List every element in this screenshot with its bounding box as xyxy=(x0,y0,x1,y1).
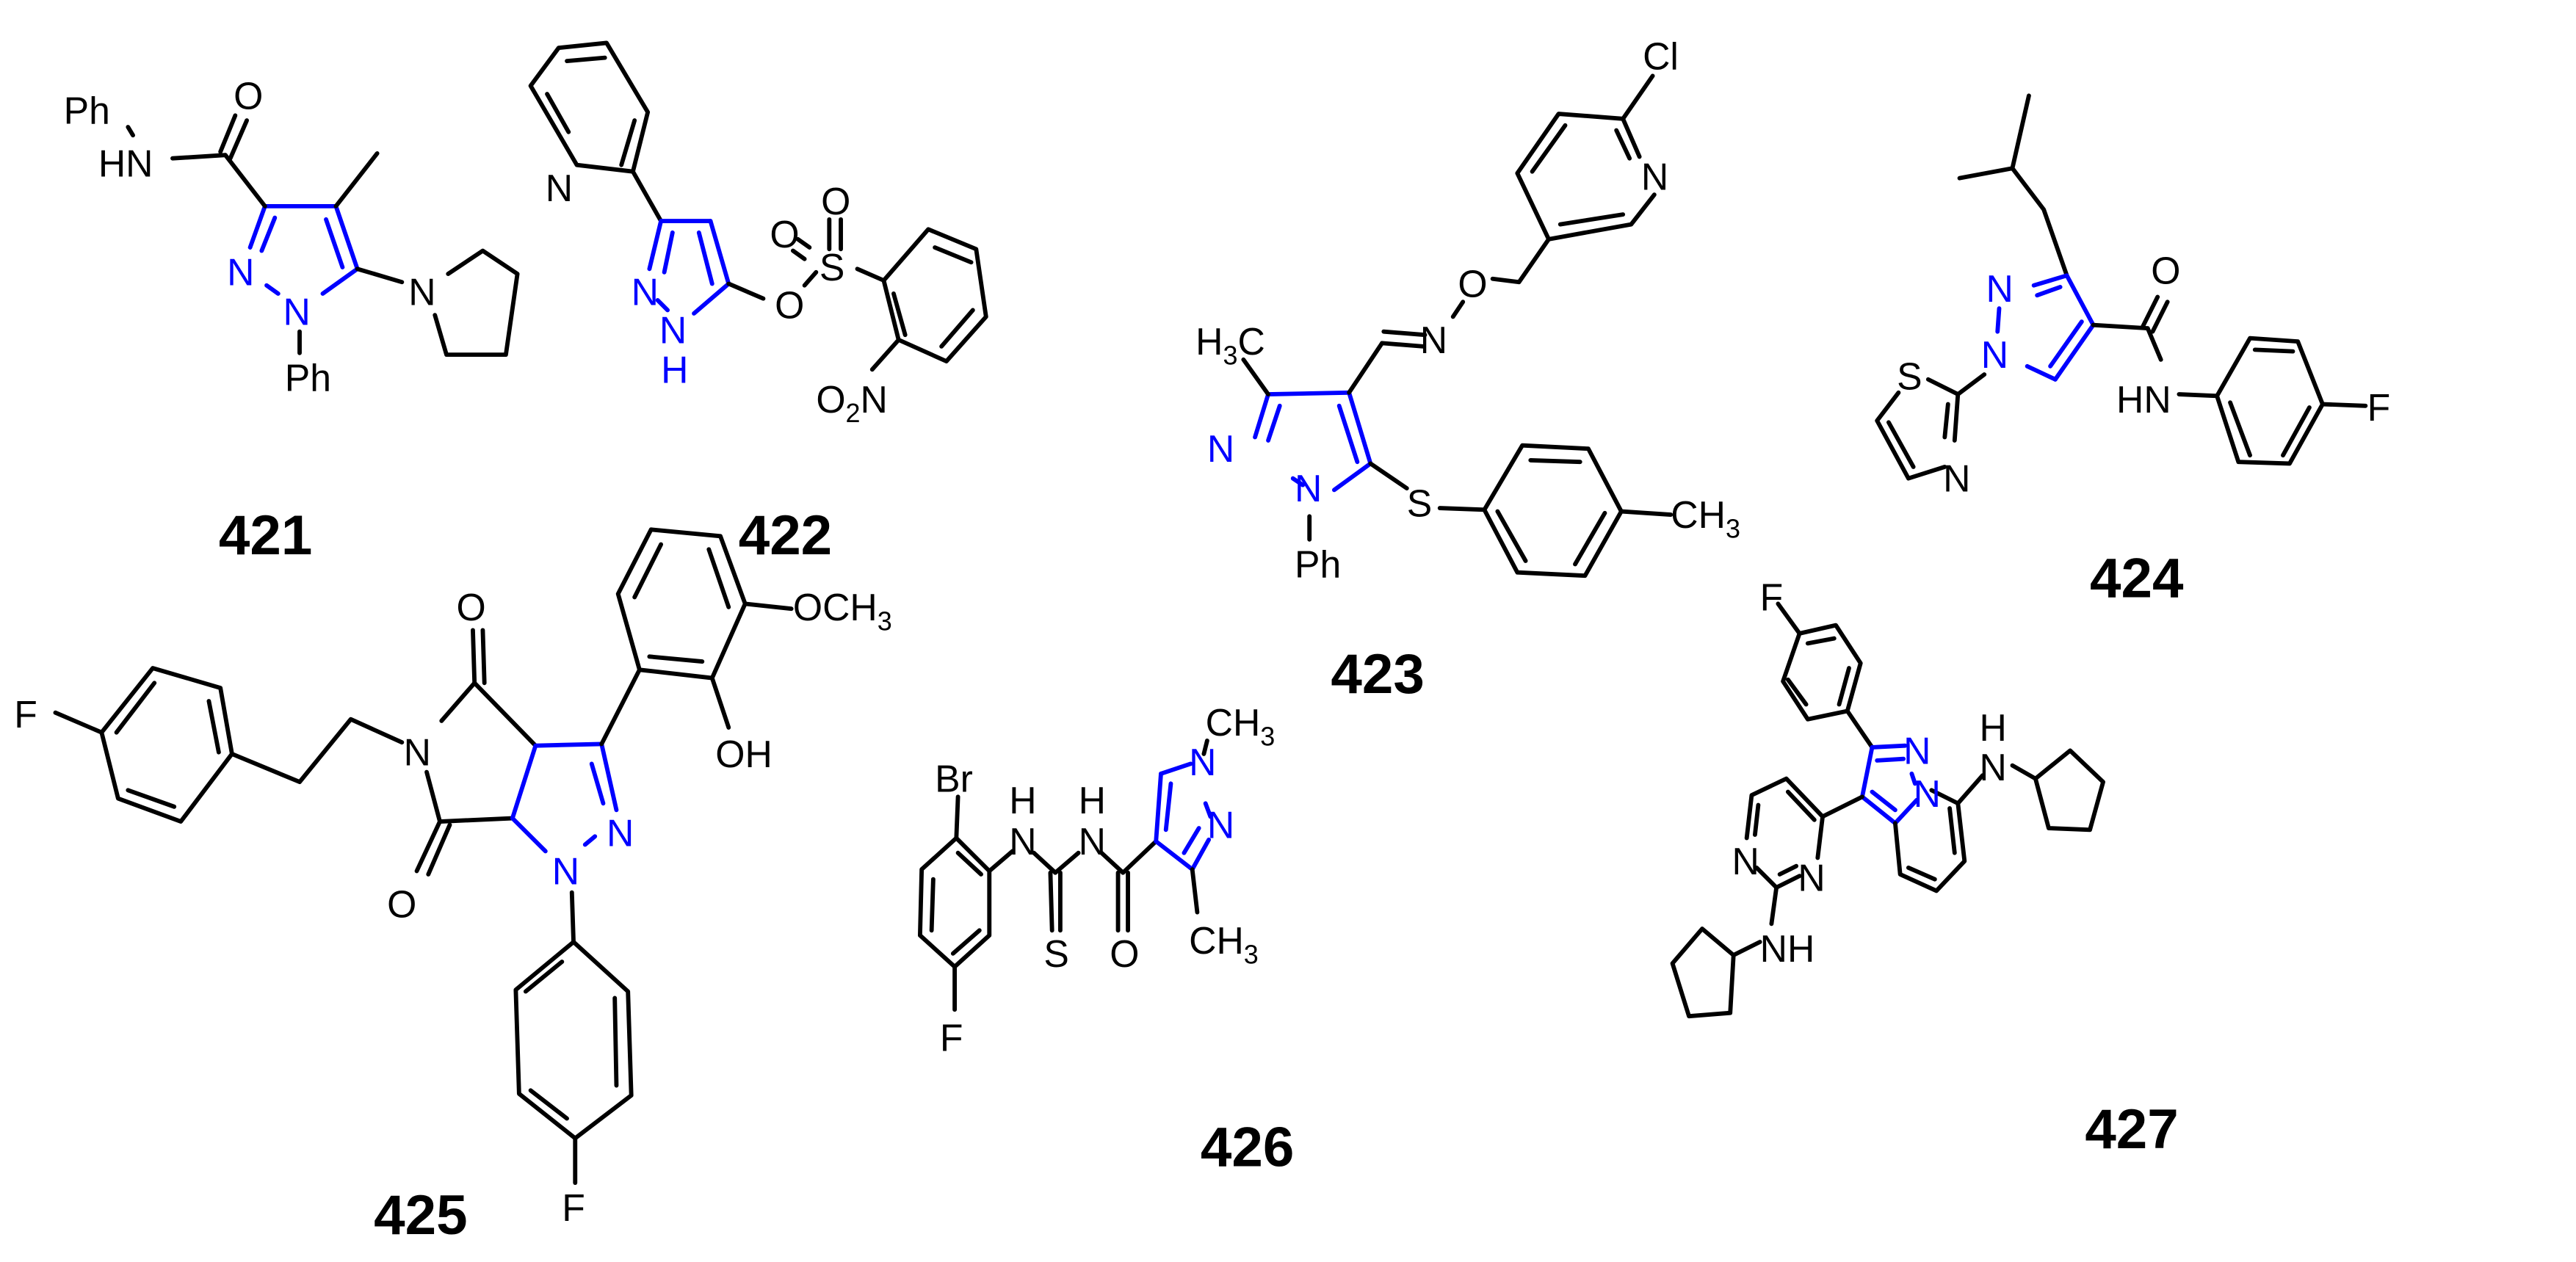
atom-ch3: CH3 xyxy=(1671,493,1740,543)
atom-n-amine: N xyxy=(1980,746,2007,788)
atom-h: H xyxy=(661,348,688,391)
atom-ph: Ph xyxy=(1295,543,1341,585)
atom-o2n: O2N xyxy=(816,378,888,428)
atom-n-pz1: N xyxy=(1189,741,1216,783)
compound-425: F N O O N N OCH3 OH F 425 xyxy=(14,527,892,1247)
atom-h1: H xyxy=(1009,779,1036,822)
atom-o-bottom: O xyxy=(387,882,416,925)
atom-n-pym3: N xyxy=(1798,856,1825,899)
atom-cl: Cl xyxy=(1643,35,1679,77)
atom-n1: N xyxy=(1981,333,2008,376)
atom-n1: N xyxy=(1009,820,1036,863)
compound-label-422: 422 xyxy=(739,504,832,567)
atom-n-oxime: N xyxy=(1420,319,1447,361)
atom-h: H xyxy=(1980,706,2007,749)
atom-och3: OCH3 xyxy=(793,586,892,636)
atom-o: O xyxy=(1110,932,1139,975)
atom-n-pym1: N xyxy=(1732,840,1759,882)
atom-n2: N xyxy=(1207,427,1234,470)
compound-label-424: 424 xyxy=(2090,547,2184,609)
atom-n-imide: N xyxy=(404,731,431,774)
atom-n-pyridine: N xyxy=(1641,155,1668,197)
atom-ch3-bottom: CH3 xyxy=(1189,919,1259,969)
atom-h3c: H3C xyxy=(1195,320,1265,370)
compound-421: Ph HN O N N Ph N 421 xyxy=(64,74,520,567)
atom-o: O xyxy=(234,74,263,117)
compound-label-425: 425 xyxy=(374,1184,467,1247)
atom-hn: HN xyxy=(98,142,153,184)
atom-o-ester: O xyxy=(775,284,804,327)
atom-n-pyridine: N xyxy=(546,167,573,209)
compound-label-426: 426 xyxy=(1201,1117,1294,1179)
compound-424: N N S N O HN F 424 xyxy=(1875,93,2391,609)
compound-423: H3C N O Cl N N N Ph S CH3 423 xyxy=(1195,35,1740,705)
atom-h2: H xyxy=(1079,779,1106,822)
atom-hn: HN xyxy=(2116,378,2171,421)
atom-f-bottom: F xyxy=(562,1186,585,1229)
atom-f-left: F xyxy=(14,693,37,736)
atom-n-pyrrolidine: N xyxy=(408,271,435,313)
atom-nh: NH xyxy=(1760,927,1815,970)
atom-n-pz2: N xyxy=(1903,729,1931,772)
atom-n-pz1: N xyxy=(1914,772,1941,815)
atom-n1: N xyxy=(659,308,687,351)
atom-o: O xyxy=(2151,249,2180,291)
atom-n2: N xyxy=(1986,267,2014,310)
atom-s: S xyxy=(1897,355,1922,397)
atom-n2: N xyxy=(607,812,634,855)
atom-f: F xyxy=(2367,386,2391,429)
atom-ph-top: Ph xyxy=(64,90,110,132)
atom-n2: N xyxy=(1079,820,1106,863)
compound-label-423: 423 xyxy=(1331,643,1424,706)
atom-n2: N xyxy=(632,271,659,313)
atom-n-thiazole: N xyxy=(1943,457,1970,500)
atom-n1: N xyxy=(1295,467,1322,509)
atom-n1: N xyxy=(283,291,311,333)
atom-br: Br xyxy=(935,758,973,800)
atom-o-s1: O xyxy=(770,213,799,255)
atom-s: S xyxy=(820,246,844,289)
atom-f: F xyxy=(1760,576,1784,618)
compound-426: Br F H N H N S O N N CH3 CH3 426 xyxy=(917,701,1294,1179)
atom-o-s2: O xyxy=(821,180,850,222)
atom-n-pz2: N xyxy=(1207,804,1234,846)
atom-f: F xyxy=(940,1016,963,1059)
compound-label-421: 421 xyxy=(219,504,312,567)
atom-s: S xyxy=(1407,482,1432,524)
compound-label-427: 427 xyxy=(2085,1098,2178,1161)
atom-n2: N xyxy=(227,251,254,294)
atom-n1: N xyxy=(552,849,579,892)
atom-oh: OH xyxy=(715,733,773,775)
atom-ph-bottom: Ph xyxy=(285,357,331,399)
atom-o-top: O xyxy=(456,586,485,628)
atom-o: O xyxy=(1458,262,1487,305)
compound-427: F N N H N N N NH 427 xyxy=(1670,576,2179,1161)
atom-s: S xyxy=(1043,932,1068,975)
compound-422: N N N H O S O O O2N 422 xyxy=(528,40,988,567)
atom-ch3-top: CH3 xyxy=(1206,701,1276,751)
